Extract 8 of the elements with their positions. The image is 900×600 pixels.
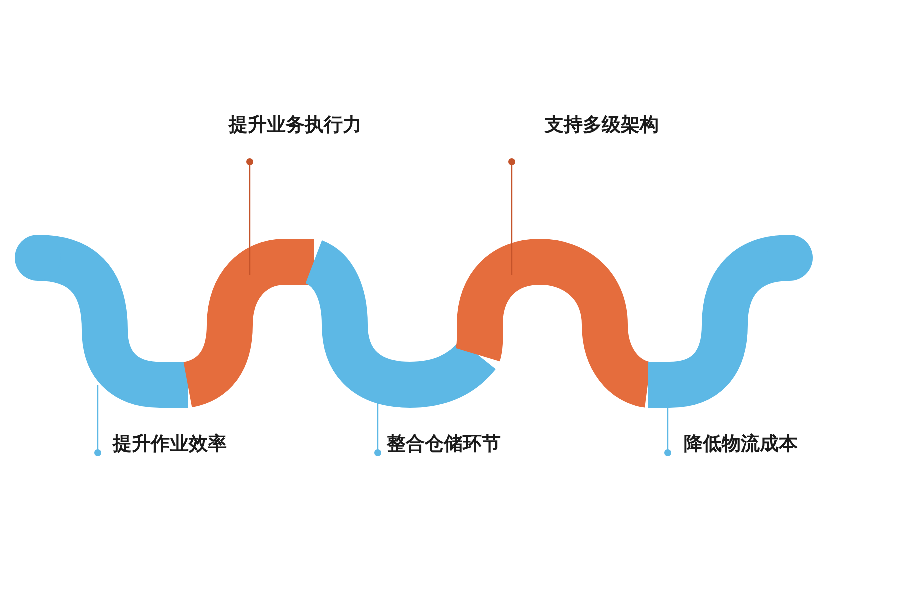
step-label: 降低物流成本 [684,432,798,456]
leader-line [508,158,516,275]
step-label: 提升作业效率 [113,432,227,456]
step-label: 提升业务执行力 [229,113,362,137]
leader-line [246,158,254,275]
leader-line [94,385,102,456]
step-label: 支持多级架构 [545,113,659,137]
step-label: 整合仓储环节 [387,432,501,456]
